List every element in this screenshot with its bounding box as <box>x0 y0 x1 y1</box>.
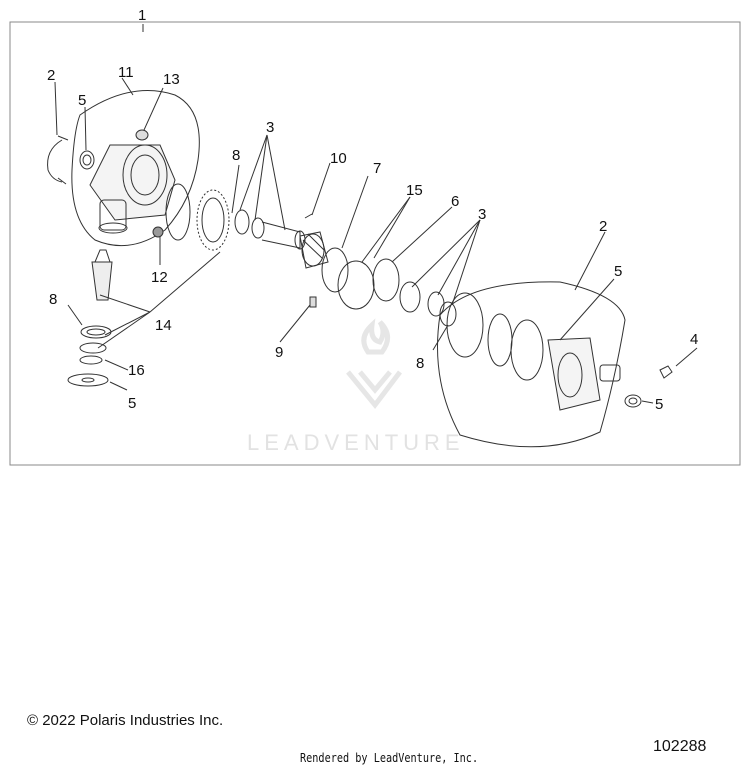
callout-16: 16 <box>128 362 145 379</box>
callout-11: 11 <box>118 64 134 81</box>
callout-1: 1 <box>138 7 146 24</box>
callout-5-top-left: 5 <box>78 92 86 109</box>
callout-8-left: 8 <box>49 291 57 308</box>
callout-5-right-top: 5 <box>614 263 622 280</box>
clutch-plates-group <box>321 247 457 327</box>
callout-4: 4 <box>690 331 698 348</box>
callout-15: 15 <box>406 182 423 199</box>
diagram-number: 102288 <box>653 738 707 755</box>
callout-12: 12 <box>151 269 168 286</box>
callout-5-bottom-left: 5 <box>128 395 136 412</box>
ring-gear-group <box>165 183 329 308</box>
callout-14: 14 <box>155 317 172 334</box>
callout-7: 7 <box>373 160 381 177</box>
callout-8-top: 8 <box>232 147 240 164</box>
callout-8-right: 8 <box>416 355 424 372</box>
watermark-logo <box>346 318 402 410</box>
diagram-frame <box>9 21 741 466</box>
callout-9: 9 <box>275 344 283 361</box>
leader-lines <box>54 77 698 404</box>
left-housing-group <box>47 90 200 247</box>
copyright-notice: © 2022 Polaris Industries Inc. <box>27 712 224 729</box>
callout-3-center: 3 <box>266 119 274 136</box>
right-cover-group <box>437 281 673 448</box>
callout-2-left: 2 <box>47 67 55 84</box>
callout-10: 10 <box>330 150 347 167</box>
watermark-text: LEADVENTURE <box>247 430 465 455</box>
exploded-parts-diagram: LEADVENTURE <box>9 7 741 466</box>
pinion-shaft-group <box>67 249 113 387</box>
callout-2-right: 2 <box>599 218 607 235</box>
rendered-by-credit: Rendered by LeadVenture, Inc. <box>300 751 479 765</box>
callout-3-right: 3 <box>478 206 486 223</box>
callout-13: 13 <box>163 71 180 88</box>
callout-6: 6 <box>451 193 459 210</box>
callout-5-right-bottom: 5 <box>655 396 663 413</box>
